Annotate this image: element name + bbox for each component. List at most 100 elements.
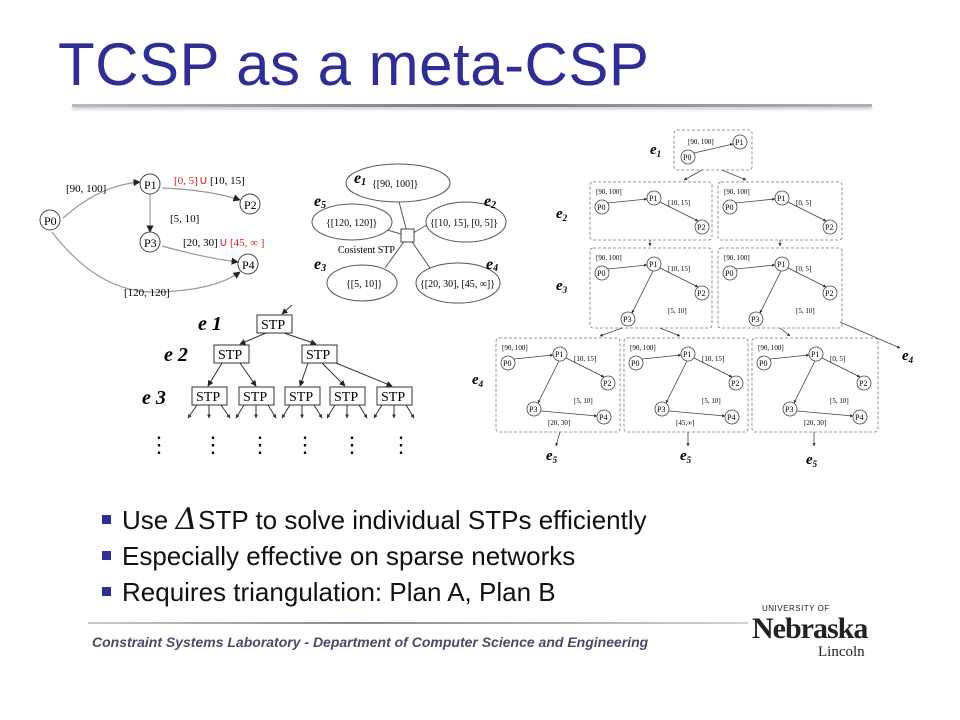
- bullet-list: Use ΔSTP to solve individual STPs effici…: [102, 502, 647, 610]
- stp-panel: [90, 100][10, 15][5, 10][20, 30]P0P1P2P3…: [495, 337, 621, 433]
- interval-label: [90, 100]: [724, 188, 750, 196]
- stp-root: [256, 314, 293, 334]
- interval-label: [90, 100]: [596, 254, 622, 262]
- label-p3-p4-black: [20, 30]: [183, 237, 218, 249]
- stp-edge: [540, 410, 598, 418]
- stp-edge: [659, 327, 681, 337]
- stp-edge: [721, 169, 747, 181]
- svg-text:STP: STP: [243, 390, 267, 405]
- stp-node-label: P2: [603, 379, 611, 388]
- node-p0: P0: [39, 209, 61, 231]
- stp-edge: [668, 410, 726, 418]
- svg-text:STP: STP: [306, 348, 330, 363]
- level-label: e3: [556, 278, 568, 295]
- stp-node: P0: [594, 265, 610, 281]
- stp-node-label: P0: [725, 203, 733, 212]
- stp-l2-left: [213, 344, 250, 364]
- label-p1-p2-union: ∪: [199, 173, 208, 187]
- stp-node-label: P4: [727, 413, 735, 422]
- bullet-item: Especially effective on sparse networks: [102, 538, 647, 574]
- stp-node: P2: [600, 375, 616, 391]
- stp-node: P1: [808, 346, 824, 362]
- stp-edge: [796, 410, 854, 418]
- stp-node-label: P0: [503, 359, 511, 368]
- stp-node: P4: [596, 409, 612, 425]
- label-p3-p4-red: [45, ∞ ]: [230, 237, 264, 249]
- label-p1-p3: [5, 10]: [170, 213, 199, 225]
- stp-edge: [787, 201, 827, 222]
- svg-text:STP: STP: [334, 390, 358, 405]
- stp-node: P4: [724, 409, 740, 425]
- stp-edge: [821, 357, 861, 378]
- stp-edge: [513, 353, 554, 360]
- stp-node: P1: [646, 190, 662, 206]
- edge-p0-p4: [51, 231, 241, 293]
- stp-node-label: P0: [759, 359, 767, 368]
- continuation-3: ⋮: [249, 432, 271, 457]
- stp-l2-right: [301, 344, 338, 364]
- continuation-6: ⋮: [390, 432, 412, 457]
- label-p0-p4: [120, 120]: [124, 287, 170, 299]
- stp-node: P2: [694, 285, 710, 301]
- stp-edge: [683, 169, 703, 181]
- stp-edge: [779, 327, 791, 337]
- interval-label: [10, 15]: [574, 355, 596, 363]
- stp-node-label: P4: [855, 413, 863, 422]
- meta-csp-figure: Cosistent STP {[90, 100]} {[120, 120]} {…: [311, 163, 507, 304]
- stp-node-label: P3: [529, 405, 537, 414]
- footer-divider: [88, 622, 748, 624]
- domain-e1: [345, 163, 451, 203]
- svg-text:P0: P0: [44, 214, 57, 228]
- stp-edge: [659, 201, 699, 222]
- stp-node-label: P3: [623, 315, 631, 324]
- stp-edge: [735, 263, 776, 270]
- stp-node-label: P0: [683, 153, 691, 162]
- node-p2: P2: [239, 193, 261, 215]
- interval-label: [5, 10]: [574, 397, 593, 405]
- stp-search-tree-figure: STP STP STP STP STP STP STP STP: [142, 304, 415, 457]
- stp-edge: [555, 431, 561, 447]
- stp-node-label: P0: [597, 269, 605, 278]
- interval-label: [90, 100]: [758, 344, 784, 352]
- level-e3: e 3: [142, 387, 166, 409]
- stp-edge: [735, 197, 776, 204]
- level-label: e2: [556, 206, 568, 223]
- title-divider: [72, 104, 872, 107]
- continuation-5: ⋮: [341, 432, 363, 457]
- label-p1-p2-red: [0, 5]: [174, 175, 198, 187]
- bullet-marker: [102, 587, 111, 596]
- stp-node-label: P1: [555, 350, 563, 359]
- stp-edge: [839, 321, 901, 349]
- stp-edge: [631, 270, 654, 314]
- stp-node: P2: [822, 219, 838, 235]
- bullet-item: Requires triangulation: Plan A, Plan B: [102, 574, 647, 610]
- interval-label: [90, 100]: [596, 188, 622, 196]
- stp-node-label: P0: [725, 269, 733, 278]
- stp-node: P0: [722, 199, 738, 215]
- interval-label: [90, 100]: [502, 344, 528, 352]
- svg-text:STP: STP: [381, 390, 405, 405]
- continuation-4: ⋮: [294, 432, 316, 457]
- stp-node-label: P3: [785, 405, 793, 414]
- university-logo: UNIVERSITY OF Nebraska Lincoln: [752, 604, 868, 660]
- svg-text:{[20, 30], [45, ∞]}: {[20, 30], [45, ∞]}: [420, 279, 495, 290]
- stp-node-label: P3: [751, 315, 759, 324]
- bullet-marker: [102, 551, 111, 560]
- interval-label: [10, 15]: [668, 265, 690, 273]
- stp-node: P0: [680, 149, 696, 165]
- stp-node-label: P2: [825, 223, 833, 232]
- stp-node: P0: [722, 265, 738, 281]
- stp-node-label: P1: [777, 194, 785, 203]
- var-e2: e2: [484, 193, 496, 211]
- stp-node-label: P0: [597, 203, 605, 212]
- stp-node: P0: [628, 355, 644, 371]
- page-title: TCSP as a meta-CSP: [58, 31, 650, 98]
- stp-node-label: P2: [859, 379, 867, 388]
- stp-node: P3: [782, 401, 798, 417]
- interval-label: [5, 10]: [796, 307, 815, 315]
- edge-p3-p4: [161, 245, 239, 265]
